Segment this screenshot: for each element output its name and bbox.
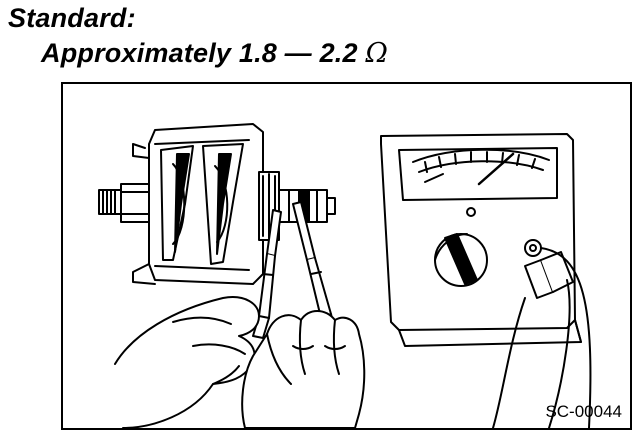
standard-heading: Standard: xyxy=(8,3,136,33)
hands-with-probes-icon xyxy=(114,296,366,428)
resistance-spec-value: Approximately 1.8 — 2.2 xyxy=(41,38,358,68)
ohm-symbol: Ω xyxy=(365,38,389,69)
multimeter-icon xyxy=(380,133,592,428)
illustration xyxy=(98,123,592,428)
resistance-spec: Approximately 1.8 — 2.2 Ω xyxy=(41,38,388,69)
rotor-illustration-icon xyxy=(98,123,336,285)
figure-code: SC-00044 xyxy=(545,402,622,421)
illustration-frame: SC-00044 xyxy=(61,82,632,430)
